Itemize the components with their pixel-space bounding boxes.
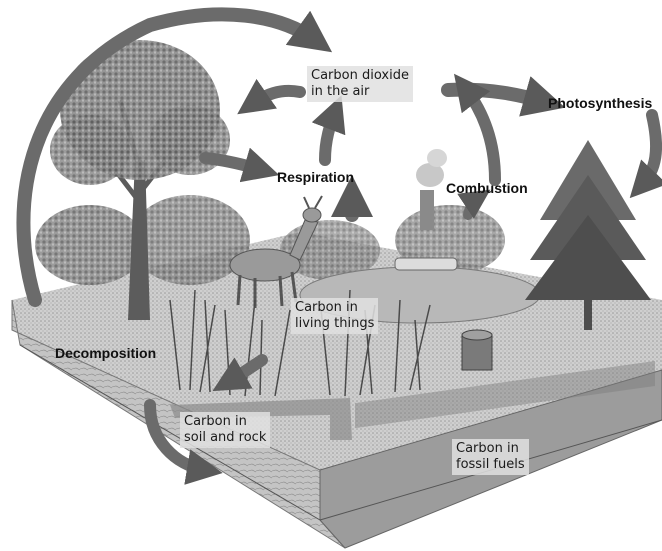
- air-line-2: in the air: [311, 84, 409, 100]
- arrow-respiration-to-air: [325, 112, 335, 160]
- label-carbon-fossil-fuels: Carbon in fossil fuels: [452, 439, 529, 475]
- arrow-combustion-to-air: [465, 88, 495, 180]
- soil-line-1: Carbon in: [184, 414, 266, 430]
- label-decomposition: Decomposition: [55, 346, 156, 361]
- arrow-photosynthesis-to-pine: [642, 115, 656, 185]
- fossil-line-2: fossil fuels: [456, 457, 525, 473]
- fossil-line-1: Carbon in: [456, 441, 525, 457]
- air-line-1: Carbon dioxide: [311, 68, 409, 84]
- label-carbon-dioxide-air: Carbon dioxide in the air: [307, 66, 413, 102]
- boat: [395, 258, 457, 270]
- living-line-1: Carbon in: [295, 300, 374, 316]
- living-line-2: living things: [295, 316, 374, 332]
- label-photosynthesis: Photosynthesis: [548, 96, 652, 111]
- tree-stump-icon: [462, 330, 492, 370]
- label-respiration: Respiration: [277, 170, 354, 185]
- arrow-air-to-tree: [252, 91, 300, 104]
- label-carbon-soil-rock: Carbon in soil and rock: [180, 412, 270, 448]
- label-combustion: Combustion: [446, 181, 528, 196]
- label-carbon-living-things: Carbon in living things: [291, 298, 378, 334]
- soil-line-2: soil and rock: [184, 430, 266, 446]
